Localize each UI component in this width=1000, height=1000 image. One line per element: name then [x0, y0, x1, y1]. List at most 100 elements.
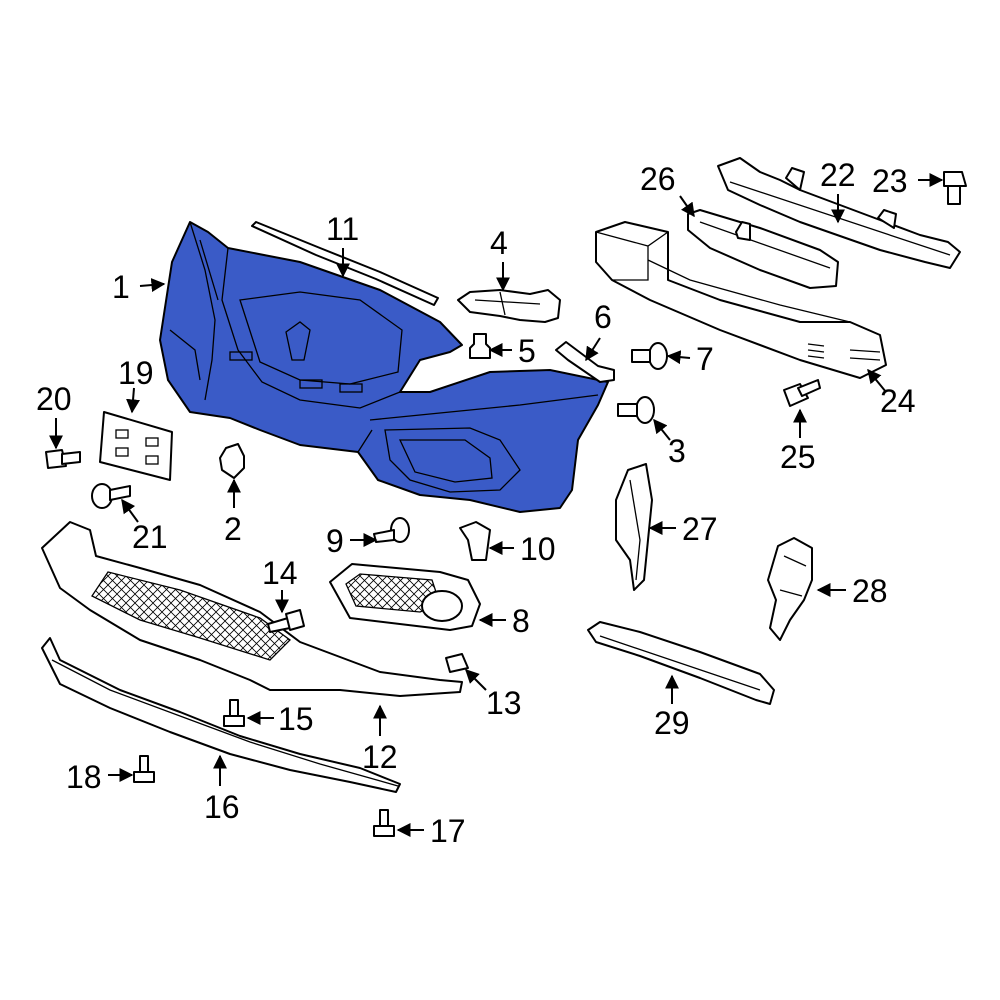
- callout-5[interactable]: 5: [518, 333, 536, 369]
- reinforcement[interactable]: [687, 209, 839, 289]
- screw-21-shank: [109, 485, 131, 501]
- screw-9[interactable]: [373, 517, 410, 543]
- reinforcement-tab: [735, 221, 751, 241]
- bumper-cover-fog-inner: [398, 439, 493, 483]
- license-bracket-slot: [115, 429, 129, 439]
- lower-grille[interactable]: [41, 521, 463, 697]
- bolt-20-shank: [61, 451, 81, 465]
- clip-5-shape: [469, 333, 491, 359]
- lip-spoiler[interactable]: [41, 637, 401, 793]
- bolt-20[interactable]: [45, 449, 81, 469]
- clip-5[interactable]: [469, 333, 491, 359]
- screw-7-shank: [631, 349, 651, 363]
- energy-absorber[interactable]: [595, 221, 887, 379]
- upper-bracket-rib: [474, 291, 541, 316]
- upper-bracket[interactable]: [457, 289, 561, 323]
- corner-bracket-shape: [767, 537, 813, 641]
- callout-21[interactable]: 21: [132, 519, 168, 555]
- screw-3-head: [635, 396, 655, 424]
- callout-17[interactable]: 17: [430, 813, 466, 849]
- energy-absorber-slots: [807, 343, 881, 361]
- callout-16[interactable]: 16: [204, 789, 240, 825]
- upper-beam-tab: [785, 167, 805, 191]
- callout-13[interactable]: 13: [486, 685, 522, 721]
- callout-20[interactable]: 20: [36, 381, 72, 417]
- callout-7[interactable]: 7: [696, 341, 714, 377]
- side-bracket[interactable]: [555, 341, 615, 383]
- callout-22[interactable]: 22: [820, 157, 856, 193]
- screw-18[interactable]: [133, 755, 155, 783]
- energy-absorber-shape: [595, 221, 887, 379]
- callout-28[interactable]: 28: [852, 573, 888, 609]
- fog-grille-light-ring: [421, 590, 463, 622]
- callout-12[interactable]: 12: [362, 739, 398, 775]
- bumper-cover-upper-edge: [221, 247, 401, 409]
- screw-18-shank: [139, 755, 149, 773]
- bolt-23-head: [943, 171, 967, 187]
- callout-10[interactable]: 10: [520, 531, 556, 567]
- bumper-cover-lower-crease: [357, 394, 599, 453]
- bracket-10-shape: [459, 521, 491, 561]
- bolt-25[interactable]: [783, 379, 821, 407]
- energy-absorber-face: [595, 231, 851, 323]
- reinforcement-shape: [687, 209, 839, 289]
- clip-nut-13[interactable]: [445, 653, 469, 673]
- callout-23[interactable]: 23: [872, 163, 908, 199]
- screw-7-head: [648, 342, 668, 370]
- screw-18-head: [133, 771, 155, 783]
- license-bracket-slot: [145, 455, 159, 465]
- bumper-cover[interactable]: [159, 221, 609, 513]
- screw-17[interactable]: [373, 809, 395, 837]
- callout-19[interactable]: 19: [118, 355, 154, 391]
- license-bracket-slot: [115, 447, 129, 457]
- callout-14[interactable]: 14: [262, 555, 298, 591]
- callout-11[interactable]: 11: [326, 211, 359, 247]
- bumper-cover-left-corner: [169, 221, 219, 401]
- callout-4[interactable]: 4: [490, 225, 508, 261]
- callout-25[interactable]: 25: [780, 439, 816, 475]
- callout-27[interactable]: 27: [682, 511, 718, 547]
- splash-shield-edge: [599, 635, 761, 691]
- callout-2[interactable]: 2: [224, 511, 242, 547]
- side-mount-bracket[interactable]: [615, 463, 653, 591]
- callout-8[interactable]: 8: [512, 603, 530, 639]
- bracket-10[interactable]: [459, 521, 491, 561]
- callout-18[interactable]: 18: [66, 759, 102, 795]
- lip-spoiler-edge: [51, 659, 399, 787]
- bolt-14[interactable]: [267, 609, 305, 633]
- bolt-25-shank: [797, 379, 821, 397]
- bolt-23-shank: [947, 185, 961, 205]
- callout-9[interactable]: 9: [326, 523, 344, 559]
- screw-15[interactable]: [223, 699, 245, 727]
- screw-7[interactable]: [631, 342, 668, 370]
- callout-29[interactable]: 29: [654, 705, 690, 741]
- upper-beam-tab: [877, 209, 897, 229]
- clip-2-shape: [219, 443, 245, 479]
- bolt-23[interactable]: [943, 171, 967, 205]
- callout-15[interactable]: 15: [278, 701, 314, 737]
- callout-26[interactable]: 26: [640, 161, 676, 197]
- splash-shield[interactable]: [587, 621, 775, 705]
- callout-3[interactable]: 3: [668, 433, 686, 469]
- fog-grille[interactable]: [329, 563, 481, 631]
- screw-21[interactable]: [91, 483, 131, 509]
- side-mount-bracket-shape: [615, 463, 653, 591]
- lower-grille-mesh: [91, 571, 291, 661]
- callout-1[interactable]: 1: [112, 269, 130, 305]
- bumper-cover-slot: [339, 383, 363, 393]
- license-bracket-plate: [99, 411, 173, 481]
- screw-17-shank: [379, 809, 389, 827]
- screw-15-head: [223, 715, 245, 727]
- callout-6[interactable]: 6: [594, 299, 612, 335]
- bumper-cover-fog-opening: [384, 427, 521, 493]
- clip-nut-13-shape: [445, 653, 469, 673]
- screw-3[interactable]: [617, 396, 655, 424]
- corner-bracket[interactable]: [767, 537, 813, 641]
- callout-24[interactable]: 24: [880, 383, 916, 419]
- clip-2[interactable]: [219, 443, 245, 479]
- reinforcement-ridge: [699, 221, 831, 269]
- license-bracket[interactable]: [99, 411, 173, 481]
- screw-9-shank: [373, 529, 395, 543]
- screw-15-shank: [229, 699, 239, 717]
- bumper-cover-tab: [285, 321, 311, 361]
